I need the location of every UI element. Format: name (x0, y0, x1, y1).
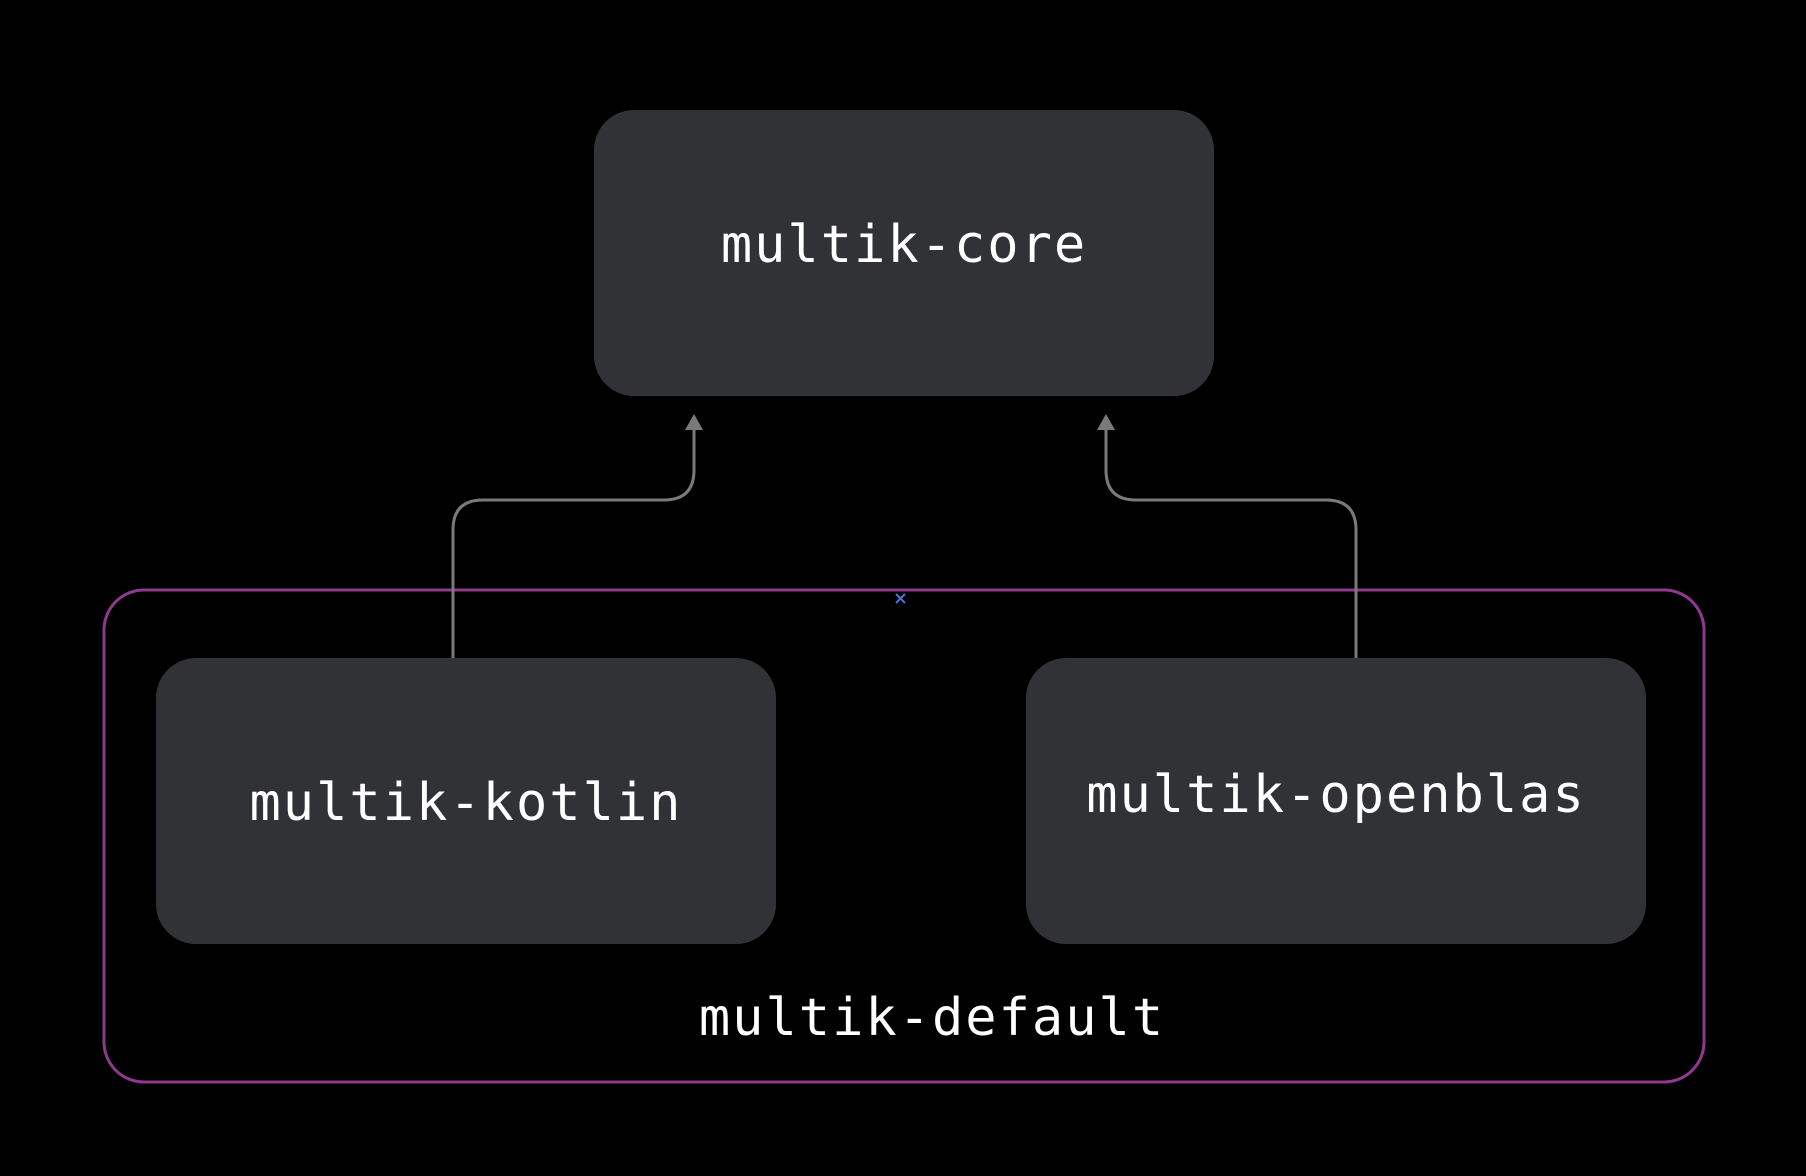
node-label: multik-kotlin (249, 773, 683, 833)
node-label: multik-core (720, 215, 1088, 275)
group-container-multik-default (102, 588, 1706, 1084)
arrowhead-icon (1097, 414, 1115, 430)
x-marker-icon (895, 593, 906, 604)
node-multik-openblas[interactable]: multik-openblas (1026, 658, 1646, 944)
node-label: multik-openblas (1086, 765, 1586, 825)
edge-openblas-to-core (1104, 430, 1358, 660)
group-label: multik-default (698, 988, 1166, 1048)
edge-kotlin-to-core (451, 430, 696, 660)
node-multik-kotlin[interactable]: multik-kotlin (156, 658, 776, 944)
node-multik-core[interactable]: multik-core (594, 110, 1214, 396)
arrowhead-icon (685, 414, 703, 430)
